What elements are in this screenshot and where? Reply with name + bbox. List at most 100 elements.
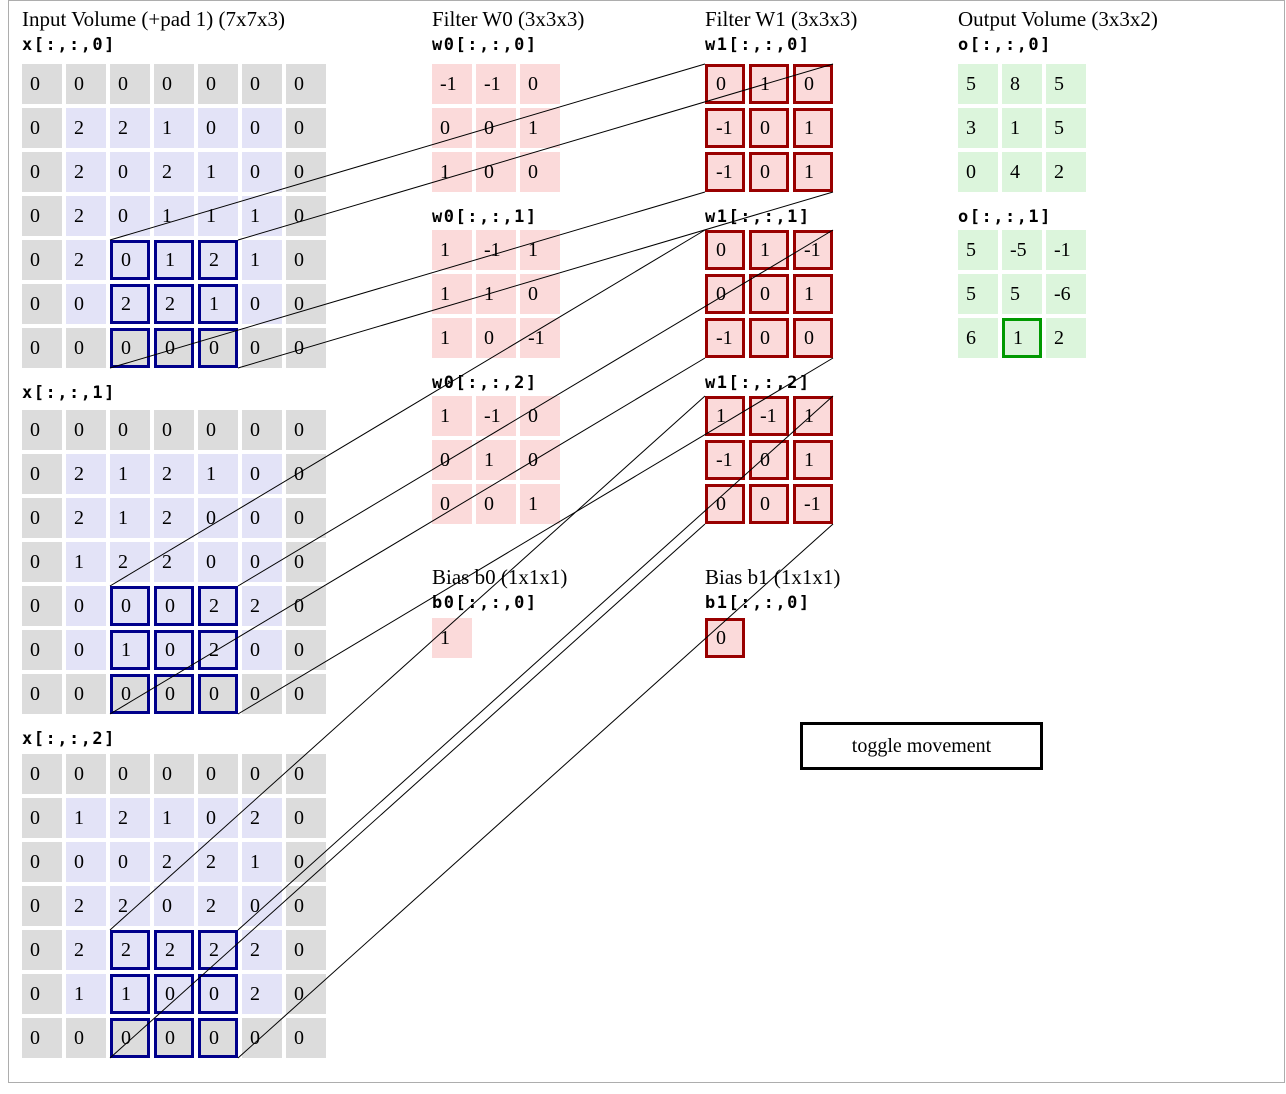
input-cell: 0 bbox=[198, 542, 238, 582]
input-cell: 0 bbox=[22, 328, 62, 368]
input-cell: 1 bbox=[154, 798, 194, 838]
input-cell: 0 bbox=[242, 454, 282, 494]
input-cell-highlighted: 2 bbox=[198, 630, 238, 670]
input-cell: 0 bbox=[286, 64, 326, 104]
input-cell-highlighted: 1 bbox=[198, 284, 238, 324]
w1-cell: 0 bbox=[749, 318, 789, 358]
input-cell: 0 bbox=[110, 196, 150, 236]
w1-cell: 1 bbox=[749, 230, 789, 270]
output-cell: -5 bbox=[1002, 230, 1042, 270]
input-cell: 2 bbox=[66, 886, 106, 926]
w1-cell: -1 bbox=[705, 108, 745, 148]
input-cell: 0 bbox=[286, 542, 326, 582]
w1-slice-label: w1[:,:,2] bbox=[705, 373, 811, 393]
input-volume-title: Input Volume (+pad 1) (7x7x3) bbox=[22, 7, 286, 31]
input-cell: 0 bbox=[66, 630, 106, 670]
input-cell: 1 bbox=[198, 196, 238, 236]
input-cell: 2 bbox=[198, 886, 238, 926]
w0-cell: 1 bbox=[476, 440, 516, 480]
input-cell: 0 bbox=[198, 64, 238, 104]
w1-bias-cell: 0 bbox=[705, 618, 745, 658]
w0-cell: -1 bbox=[476, 396, 516, 436]
input-cell: 2 bbox=[110, 108, 150, 148]
w1-slice-label: w1[:,:,1] bbox=[705, 207, 811, 227]
w0-cell: -1 bbox=[476, 64, 516, 104]
input-cell-highlighted: 2 bbox=[110, 284, 150, 324]
w0-cell: 0 bbox=[520, 440, 560, 480]
w0-cell: 1 bbox=[432, 152, 472, 192]
input-cell: 2 bbox=[242, 798, 282, 838]
input-cell: 0 bbox=[22, 974, 62, 1014]
output-cell: 8 bbox=[1002, 64, 1042, 104]
input-cell: 2 bbox=[242, 974, 282, 1014]
input-cell-highlighted: 2 bbox=[198, 586, 238, 626]
output-cell: 2 bbox=[1046, 318, 1086, 358]
w1-cell: -1 bbox=[705, 318, 745, 358]
input-cell: 0 bbox=[242, 674, 282, 714]
input-cell: 0 bbox=[286, 674, 326, 714]
input-cell: 2 bbox=[66, 454, 106, 494]
w1-cell: 0 bbox=[705, 64, 745, 104]
w1-cell: 0 bbox=[705, 274, 745, 314]
input-cell: 0 bbox=[242, 152, 282, 192]
input-cell: 0 bbox=[286, 798, 326, 838]
input-cell: 0 bbox=[22, 542, 62, 582]
input-cell: 0 bbox=[22, 64, 62, 104]
input-cell-highlighted: 0 bbox=[154, 586, 194, 626]
input-cell: 0 bbox=[242, 108, 282, 148]
input-cell: 0 bbox=[286, 630, 326, 670]
w0-cell: 1 bbox=[432, 318, 472, 358]
w0-cell: 0 bbox=[520, 64, 560, 104]
input-cell: 2 bbox=[66, 152, 106, 192]
input-cell: 0 bbox=[22, 630, 62, 670]
w0-cell: 1 bbox=[520, 484, 560, 524]
output-cell: 5 bbox=[958, 274, 998, 314]
input-cell-highlighted: 0 bbox=[110, 1018, 150, 1058]
input-cell-highlighted: 0 bbox=[198, 674, 238, 714]
output-cell: 4 bbox=[1002, 152, 1042, 192]
input-cell: 0 bbox=[22, 586, 62, 626]
w0-slice-label: w0[:,:,0] bbox=[432, 35, 538, 55]
w0-cell: 0 bbox=[476, 108, 516, 148]
input-cell: 0 bbox=[22, 1018, 62, 1058]
toggle-movement-button[interactable]: toggle movement bbox=[800, 722, 1043, 770]
w1-bias-label: b1[:,:,0] bbox=[705, 593, 811, 613]
input-cell: 1 bbox=[66, 798, 106, 838]
output-cell: 2 bbox=[1046, 152, 1086, 192]
input-cell: 1 bbox=[66, 542, 106, 582]
w0-cell: -1 bbox=[476, 230, 516, 270]
input-cell-highlighted: 0 bbox=[154, 974, 194, 1014]
input-cell: 0 bbox=[286, 886, 326, 926]
input-cell: 0 bbox=[154, 754, 194, 794]
input-cell: 0 bbox=[110, 754, 150, 794]
w1-cell: 1 bbox=[793, 152, 833, 192]
input-cell: 0 bbox=[22, 108, 62, 148]
input-cell: 0 bbox=[110, 152, 150, 192]
input-cell: 0 bbox=[286, 152, 326, 192]
input-slice-label: x[:,:,2] bbox=[22, 729, 116, 749]
input-cell: 2 bbox=[154, 842, 194, 882]
w0-slice-label: w0[:,:,2] bbox=[432, 373, 538, 393]
input-cell: 0 bbox=[286, 108, 326, 148]
w0-bias-title: Bias b0 (1x1x1) bbox=[432, 565, 568, 589]
input-cell: 0 bbox=[154, 410, 194, 450]
output-cell: 5 bbox=[958, 230, 998, 270]
input-cell: 0 bbox=[154, 886, 194, 926]
output-cell-highlighted: 1 bbox=[1002, 318, 1042, 358]
output-cell: -6 bbox=[1046, 274, 1086, 314]
input-cell: 1 bbox=[110, 454, 150, 494]
input-cell-highlighted: 0 bbox=[154, 630, 194, 670]
input-cell: 0 bbox=[286, 196, 326, 236]
w0-cell: 0 bbox=[476, 152, 516, 192]
w0-cell: 0 bbox=[432, 440, 472, 480]
input-cell: 2 bbox=[66, 930, 106, 970]
input-cell: 0 bbox=[198, 754, 238, 794]
input-cell: 0 bbox=[110, 410, 150, 450]
input-cell: 0 bbox=[22, 886, 62, 926]
